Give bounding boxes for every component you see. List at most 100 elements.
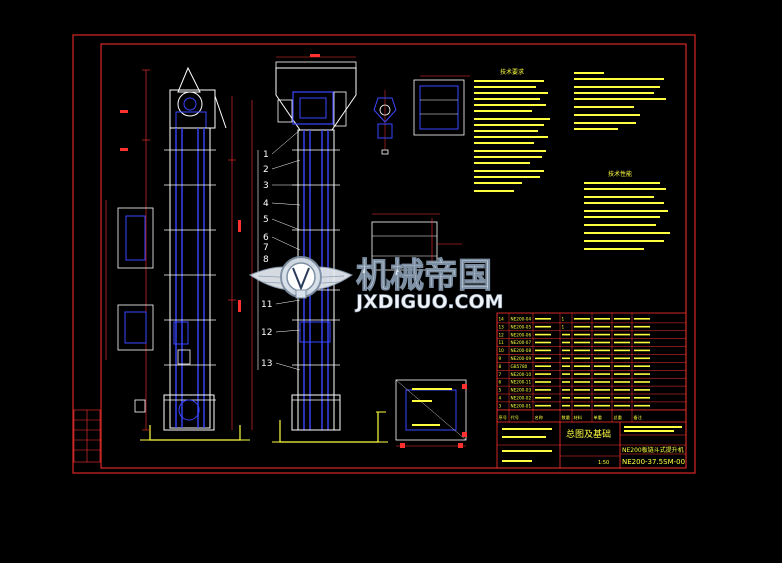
parts-list-cell-placeholder [574,349,590,352]
parts-list-header: 总重 [614,414,622,420]
parts-list-cell-placeholder [614,397,630,399]
part-number-7: 7 [263,243,269,253]
parts-list-cell-placeholder [594,389,610,391]
parts-list-cell-placeholder [614,381,630,383]
watermark-cn: 机械帝国 [356,256,492,296]
parts-list-cell-placeholder [535,325,551,328]
parts-list-cell-placeholder [594,325,610,328]
parts-list-cell-placeholder [614,341,630,344]
part-number-1: 1 [263,150,269,160]
part-number-8: 8 [263,255,269,265]
parts-list-cell-placeholder [614,389,630,391]
parts-list-cell-placeholder [614,325,630,328]
left-margin-stamp [73,409,101,463]
parts-list-cell-placeholder [634,365,650,367]
part-number-6: 6 [263,233,269,243]
parts-list-cell-placeholder [614,357,630,360]
parts-list-cell-placeholder [535,333,551,336]
parts-list-cell-placeholder [634,325,650,328]
parts-list-cell-placeholder [614,349,630,352]
technical-requirements-notes: 技术要求 [474,68,670,250]
parts-list-cell-placeholder [594,341,610,344]
parts-list-cell-placeholder [634,349,650,352]
parts-list-cell: 4 [499,396,502,401]
drawing-scale: 1:50 [598,460,609,466]
parts-list-cell: NE200-03 [511,388,532,393]
drawing-number: NE200-37.5SM-00 [622,458,685,466]
detail-views [373,75,470,155]
parts-list-cell-placeholder [634,404,650,407]
parts-list-cell-placeholder [562,404,570,407]
parts-list-cell: 11 [499,340,505,345]
assembly-name: 总图及基础 [566,428,611,440]
parts-list-cell: NE200-09 [511,356,532,361]
parts-list-cell-placeholder [562,381,570,383]
parts-list-cell-placeholder [634,389,650,391]
parts-list-cell-placeholder [634,381,650,383]
parts-list-cell-placeholder [535,349,551,352]
parts-list-cell-placeholder [574,397,590,399]
parts-list-cell-placeholder [574,333,590,336]
parts-list-cell: NE200-07 [511,340,532,345]
parts-list-cell-placeholder [535,341,551,344]
part-number-2: 2 [263,165,269,175]
parts-list-cell-placeholder [535,357,551,360]
parts-list-cell-placeholder [562,397,570,399]
parts-list-cell: NE200-04 [511,317,532,322]
parts-list-cell-placeholder [594,357,610,360]
parts-list-cell-placeholder [535,381,551,383]
parts-list-cell: 3 [499,403,502,408]
parts-list-cell-placeholder [634,397,650,399]
parts-list-cell-placeholder [535,404,551,407]
parts-list-cell-placeholder [594,381,610,383]
foundation-plan [395,379,467,448]
parts-list-header: 名称 [535,414,543,421]
parts-list-cell-placeholder [594,318,610,320]
parts-list-header: 序号 [499,414,507,421]
parts-list-cell-placeholder [594,365,610,367]
parts-list-header: 单重 [594,414,602,421]
parts-list-cell-placeholder [614,365,630,367]
outer-frame [72,34,696,474]
parts-list-header: 代号 [511,414,519,421]
parts-list-cell: 7 [499,372,502,377]
notes-title-1: 技术要求 [500,68,524,76]
parts-list-cell-placeholder [614,333,630,336]
inner-frame [100,43,687,469]
parts-list-cell-placeholder [574,389,590,391]
parts-list-cell: 8 [499,364,502,369]
eagle-wing-gear-logo [248,256,354,299]
parts-list-header: 材料 [574,414,583,421]
model-line: NE200板链斗式提升机 [622,446,684,454]
parts-list-cell-placeholder [594,404,610,407]
parts-list-cell-placeholder [634,333,650,336]
part-number-4: 4 [263,199,269,209]
parts-list-cell-placeholder [562,389,570,391]
part-number-3: 3 [263,181,269,191]
parts-list-cell-placeholder [574,365,590,367]
parts-list-cell-placeholder [574,404,590,407]
parts-list-cell-placeholder [614,318,630,320]
notes-title-2: 技术性能 [608,170,632,178]
parts-list-cell: NE200-05 [511,324,532,329]
parts-list-cell-placeholder [562,357,570,360]
parts-list-cell-placeholder [562,373,570,375]
parts-list-cell: 13 [499,324,505,329]
parts-list-cell: GB5780 [511,364,528,369]
elevator-side-view [272,54,388,443]
parts-list-cell-placeholder [535,365,551,367]
parts-list-cell-placeholder [535,318,551,320]
parts-list-cell-placeholder [614,404,630,407]
parts-list-cell: 6 [499,380,502,385]
parts-list-cell-placeholder [535,397,551,399]
parts-list-cell-placeholder [634,373,650,375]
part-number-11: 11 [261,300,272,310]
parts-list-cell-placeholder [574,325,590,328]
parts-list-cell-placeholder [634,318,650,320]
part-number-13: 13 [261,359,272,369]
parts-list-cell-placeholder [574,341,590,344]
parts-list-cell-placeholder [594,373,610,375]
parts-list-cell-placeholder [594,333,610,336]
